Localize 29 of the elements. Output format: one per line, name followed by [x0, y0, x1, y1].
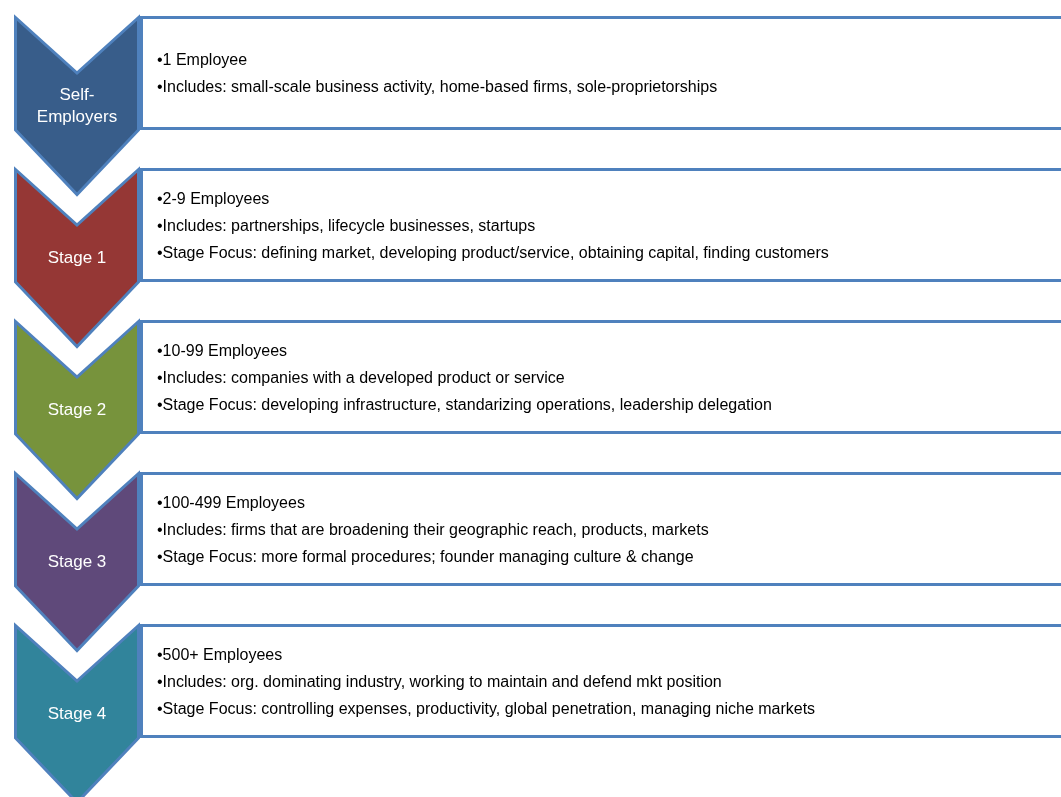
bullet-text: •Stage Focus: defining market, developing product/service, obtaining capital, finding customers: [157, 242, 829, 263]
bullet-text: •1 Employee: [157, 50, 248, 70]
stage-label: Stage 3: [46, 550, 108, 573]
bullet-text: •500+ Employees: [157, 644, 283, 665]
description-box: [140, 624, 1061, 738]
description-box: [140, 168, 1061, 282]
chevron-shape: [14, 16, 140, 196]
description-box: [140, 16, 1061, 130]
bullet-text: •Includes: firms that are broadening their geographic reach, products, markets: [157, 519, 709, 540]
chevron-shape: [14, 624, 140, 797]
stage-label: Self-Employers: [35, 83, 119, 128]
bullet-text: •Stage Focus: more formal procedures; founder managing culture & change: [157, 546, 694, 567]
stage-label: Stage 2: [46, 398, 108, 421]
bullet-text: •10-99 Employees: [157, 340, 288, 361]
bullet-text: •100-499 Employees: [157, 492, 305, 513]
description-box: [140, 320, 1061, 434]
chevron-shape: [14, 472, 140, 652]
bullet-text: •Includes: partnerships, lifecycle businesses, startups: [157, 215, 536, 236]
bullet-text: •2-9 Employees: [157, 188, 270, 209]
stage-label: Stage 1: [46, 246, 108, 269]
chevron-shape: [14, 320, 140, 500]
chevron-shape: [14, 168, 140, 348]
description-box: [140, 472, 1061, 586]
bullet-text: •Stage Focus: controlling expenses, productivity, global penetration, managing niche markets: [157, 698, 816, 719]
bullet-text: •Includes: companies with a developed product or service: [157, 367, 565, 388]
bullet-text: •Includes: small-scale business activity, home-based firms, sole-proprietorships: [157, 77, 718, 97]
bullet-text: •Includes: org. dominating industry, working to maintain and defend mkt position: [157, 671, 722, 692]
bullet-text: •Stage Focus: developing infrastructure, standarizing operations, leadership delegation: [157, 394, 772, 415]
stage-label: Stage 4: [46, 702, 108, 725]
